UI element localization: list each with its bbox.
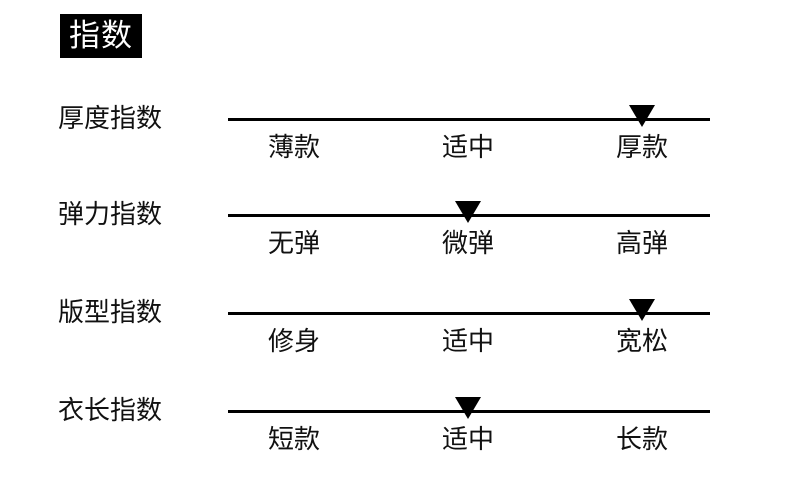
index-row: 版型指数 修身 适中 宽松 bbox=[0, 272, 790, 368]
scale-options: 薄款 适中 厚款 bbox=[228, 128, 710, 174]
scale-marker-triangle-icon bbox=[455, 397, 481, 419]
index-scale: 无弹 微弹 高弹 bbox=[228, 174, 710, 270]
scale-option-selected: 宽松 bbox=[615, 327, 668, 357]
scale-option: 短款 bbox=[267, 425, 320, 455]
index-row: 弹力指数 无弹 微弹 高弹 bbox=[0, 174, 790, 270]
index-row-label: 弹力指数 bbox=[58, 200, 163, 230]
scale-options: 无弹 微弹 高弹 bbox=[228, 224, 710, 270]
scale-option-selected: 适中 bbox=[441, 425, 494, 455]
scale-option: 无弹 bbox=[267, 229, 320, 259]
scale-marker-triangle-icon bbox=[629, 299, 655, 321]
index-row-label: 厚度指数 bbox=[58, 104, 163, 134]
scale-option: 适中 bbox=[441, 133, 494, 163]
index-scale: 短款 适中 长款 bbox=[228, 370, 710, 466]
scale-line bbox=[228, 118, 710, 121]
scale-option-selected: 微弹 bbox=[441, 229, 494, 259]
index-row: 厚度指数 薄款 适中 厚款 bbox=[0, 78, 790, 174]
scale-options: 短款 适中 长款 bbox=[228, 420, 710, 466]
index-row-label: 衣长指数 bbox=[58, 396, 163, 426]
scale-marker-triangle-icon bbox=[629, 105, 655, 127]
scale-marker-triangle-icon bbox=[455, 201, 481, 223]
scale-option: 长款 bbox=[615, 425, 668, 455]
scale-option: 薄款 bbox=[267, 133, 320, 163]
index-scale: 修身 适中 宽松 bbox=[228, 272, 710, 368]
scale-line bbox=[228, 312, 710, 315]
index-row: 衣长指数 短款 适中 长款 bbox=[0, 370, 790, 466]
scale-option: 高弹 bbox=[615, 229, 668, 259]
scale-option-selected: 厚款 bbox=[615, 133, 668, 163]
scale-option: 适中 bbox=[441, 327, 494, 357]
panel-title: 指数 bbox=[60, 14, 142, 58]
scale-options: 修身 适中 宽松 bbox=[228, 322, 710, 368]
scale-option: 修身 bbox=[267, 327, 320, 357]
index-scale: 薄款 适中 厚款 bbox=[228, 78, 710, 174]
index-row-label: 版型指数 bbox=[58, 298, 163, 328]
